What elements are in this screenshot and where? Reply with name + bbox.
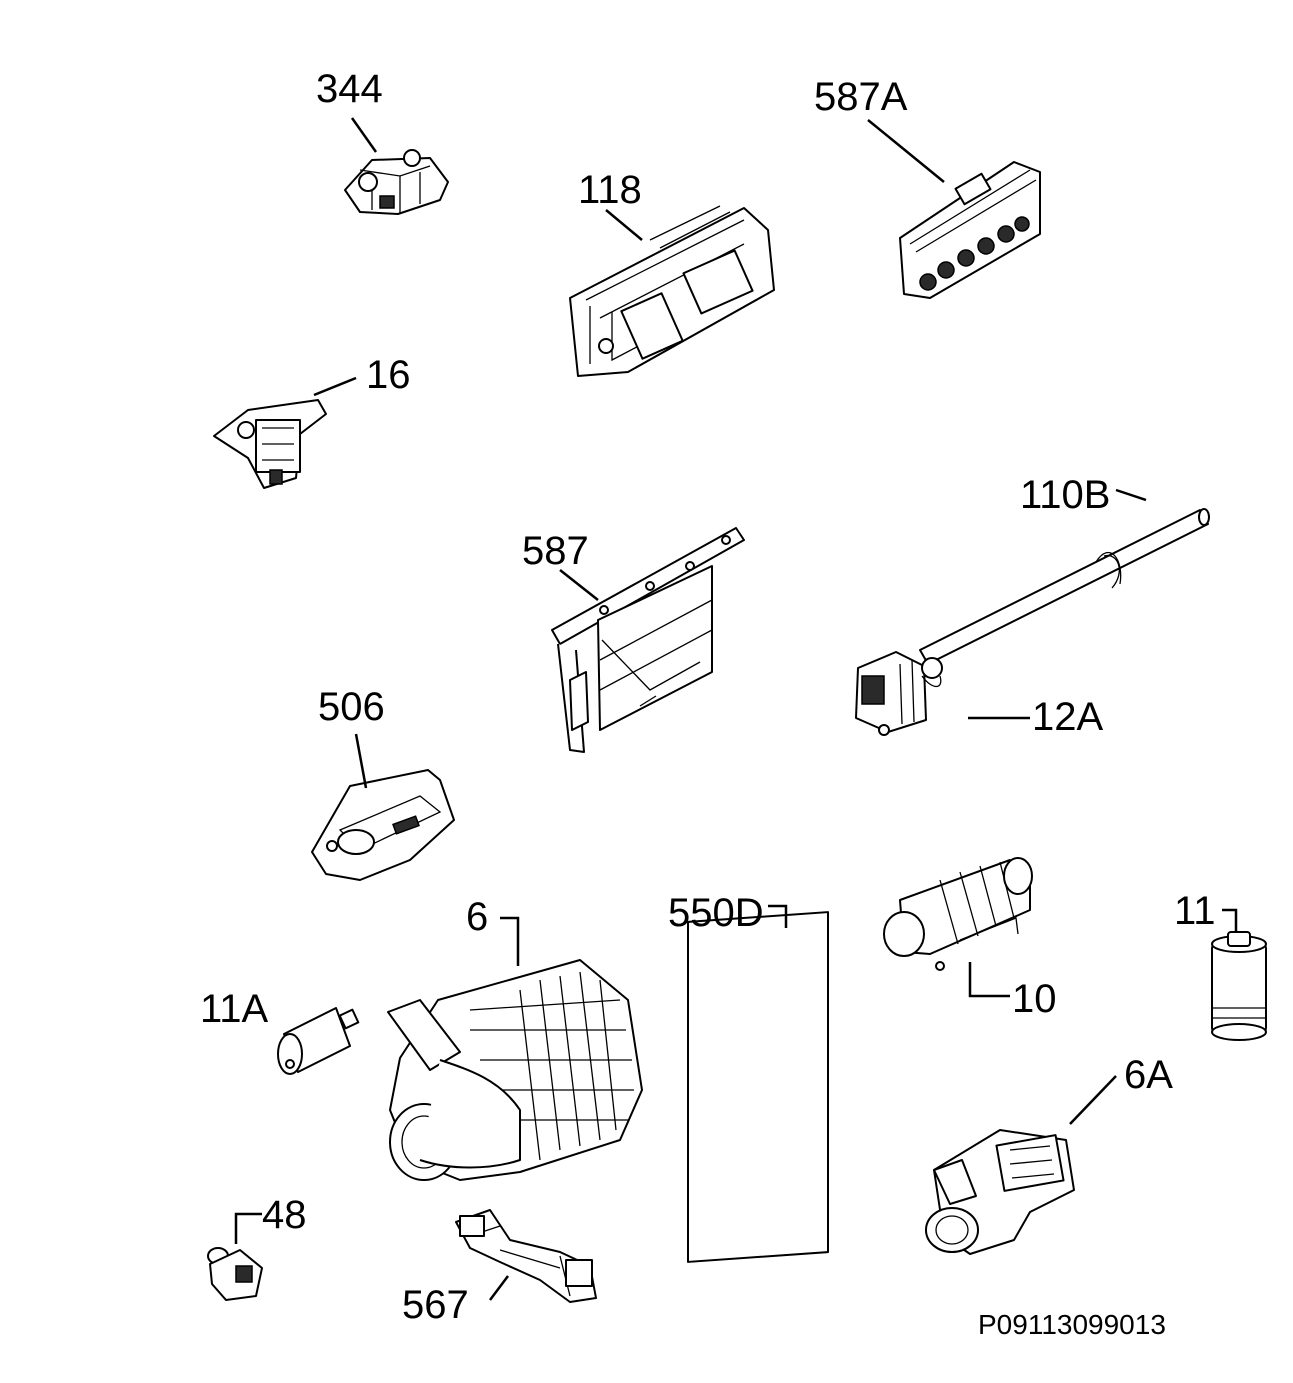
leader-587A — [867, 119, 945, 183]
callout-16: 16 — [366, 353, 411, 397]
part-550D — [687, 911, 829, 1263]
callout-12A: 12A — [1032, 695, 1103, 739]
part-12A — [855, 651, 943, 736]
part-11A — [277, 1007, 360, 1075]
part-16 — [213, 399, 327, 489]
part-567 — [455, 1209, 597, 1303]
callout-118: 118 — [578, 168, 642, 212]
callout-11A: 11A — [200, 987, 269, 1031]
leader-118 — [605, 209, 643, 241]
leader-6 — [500, 916, 520, 966]
callout-587A: 587A — [814, 75, 908, 119]
part-11 — [1211, 931, 1267, 1041]
leader-48 — [234, 1212, 262, 1244]
callout-10: 10 — [1012, 977, 1057, 1021]
part-6A — [925, 1129, 1075, 1255]
document-code: P09113099013 — [978, 1309, 1166, 1340]
callout-550D: 550D — [668, 891, 764, 935]
leader-567 — [489, 1275, 509, 1301]
callout-11: 11 — [1174, 889, 1216, 933]
leader-110B — [1115, 488, 1147, 502]
leader-11 — [1222, 908, 1238, 932]
callout-567: 567 — [402, 1283, 469, 1327]
leader-16 — [313, 376, 357, 397]
leader-6A — [1069, 1075, 1117, 1125]
callout-344: 344 — [316, 67, 383, 111]
callout-6A: 6A — [1124, 1053, 1173, 1097]
callout-6: 6 — [466, 895, 488, 939]
part-344 — [344, 149, 449, 215]
callout-48: 48 — [262, 1193, 307, 1237]
part-110B — [919, 508, 1210, 665]
leader-587 — [559, 569, 599, 601]
callout-110B: 110B — [1020, 473, 1110, 517]
callout-506: 506 — [318, 685, 385, 729]
part-48 — [207, 1247, 263, 1301]
part-587A — [899, 161, 1041, 299]
leader-506 — [354, 733, 368, 789]
part-587 — [551, 527, 745, 753]
leader-344 — [350, 117, 378, 153]
leader-550D — [768, 904, 788, 928]
part-6 — [387, 959, 643, 1181]
part-10 — [883, 857, 1033, 971]
part-506 — [311, 769, 455, 881]
part-118 — [569, 205, 775, 377]
leader-10 — [968, 962, 1010, 998]
callout-587: 587 — [522, 529, 589, 573]
